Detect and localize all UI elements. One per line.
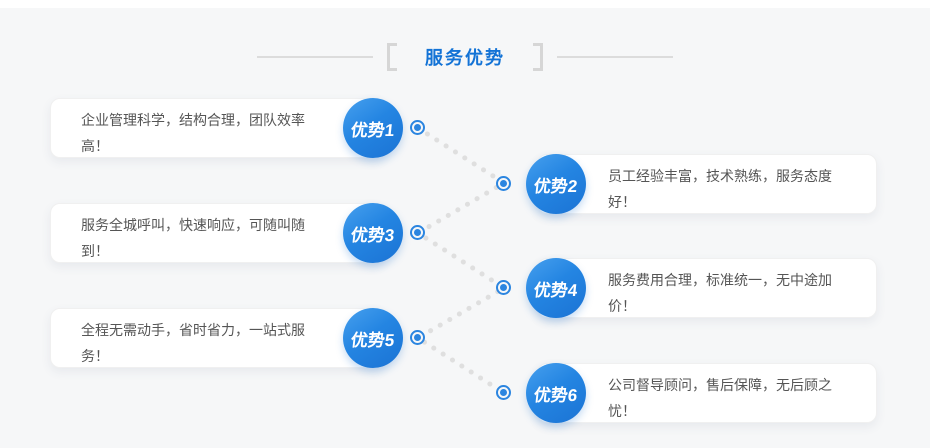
- advantage-badge-1: 优势1: [343, 98, 403, 158]
- advantage-text-1: 企业管理科学，结构合理，团队效率高！: [81, 112, 305, 154]
- advantage-badge-label-6: 优势6: [533, 385, 579, 405]
- advantage-badge-label-3: 优势3: [350, 225, 396, 245]
- right-bracket-icon: [533, 43, 543, 71]
- advantage-text-2: 员工经验丰富，技术熟练，服务态度好！: [608, 168, 832, 210]
- advantage-card-6: 公司督导顾问，售后保障，无后顾之忧！: [537, 363, 877, 423]
- advantage-badge-label-4: 优势4: [533, 280, 579, 300]
- bullet-ring-icon: [410, 330, 425, 345]
- advantage-badge-label-5: 优势5: [350, 330, 396, 350]
- advantage-badge-label-2: 优势2: [533, 176, 579, 196]
- advantage-badge-3: 优势3: [343, 203, 403, 263]
- advantage-card-2: 员工经验丰富，技术熟练，服务态度好！: [537, 154, 877, 214]
- advantage-text-3: 服务全城呼叫，快速响应，可随叫随到！: [81, 217, 305, 259]
- bullet-ring-icon: [496, 280, 511, 295]
- advantage-card-5: 全程无需动手，省时省力，一站式服务！: [50, 308, 385, 368]
- left-bracket-icon: [387, 43, 397, 71]
- section-header: 服务优势: [0, 40, 930, 74]
- advantage-badge-2: 优势2: [526, 154, 586, 214]
- bullet-ring-icon: [496, 385, 511, 400]
- advantage-card-3: 服务全城呼叫，快速响应，可随叫随到！: [50, 203, 385, 263]
- advantage-card-1: 企业管理科学，结构合理，团队效率高！: [50, 98, 385, 158]
- advantage-text-4: 服务费用合理，标准统一，无中途加价！: [608, 272, 832, 314]
- bullet-ring-icon: [410, 120, 425, 135]
- advantage-badge-4: 优势4: [526, 258, 586, 318]
- advantage-text-6: 公司督导顾问，售后保障，无后顾之忧！: [608, 377, 832, 419]
- advantage-text-5: 全程无需动手，省时省力，一站式服务！: [81, 322, 305, 364]
- advantage-badge-5: 优势5: [343, 308, 403, 368]
- bullet-ring-icon: [496, 176, 511, 191]
- advantage-badge-6: 优势6: [526, 363, 586, 423]
- advantage-card-4: 服务费用合理，标准统一，无中途加价！: [537, 258, 877, 318]
- header-line-right: [557, 56, 673, 58]
- advantage-badge-label-1: 优势1: [350, 120, 396, 140]
- bullet-ring-icon: [410, 225, 425, 240]
- header-line-left: [257, 56, 373, 58]
- section-title: 服务优势: [425, 48, 505, 68]
